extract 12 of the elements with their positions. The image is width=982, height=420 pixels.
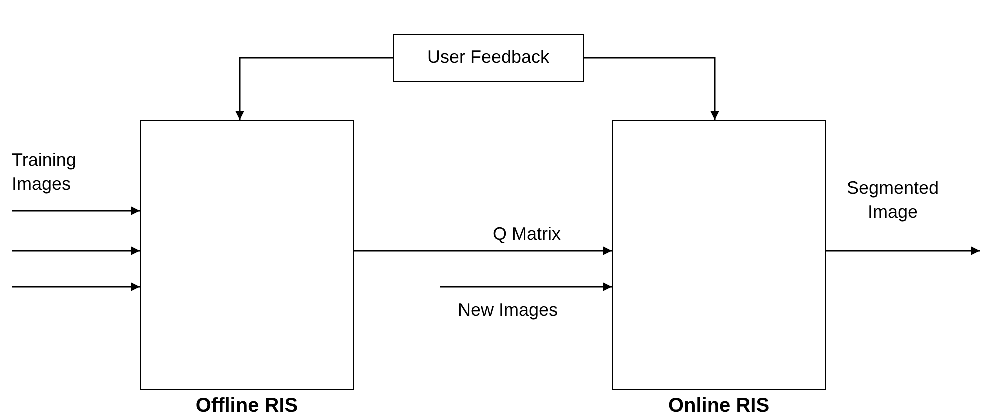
arrow xyxy=(826,246,980,256)
box-heading: Online RIS xyxy=(667,395,771,418)
arrow xyxy=(584,57,720,120)
arrow xyxy=(12,246,140,256)
box-heading: Offline RIS xyxy=(194,395,300,418)
arrow xyxy=(354,246,612,256)
arrow xyxy=(236,57,393,120)
box-label: User Feedback xyxy=(426,47,551,68)
arrow xyxy=(12,282,140,292)
process-box xyxy=(393,34,584,82)
arrow xyxy=(440,282,612,292)
arrow xyxy=(12,206,140,216)
